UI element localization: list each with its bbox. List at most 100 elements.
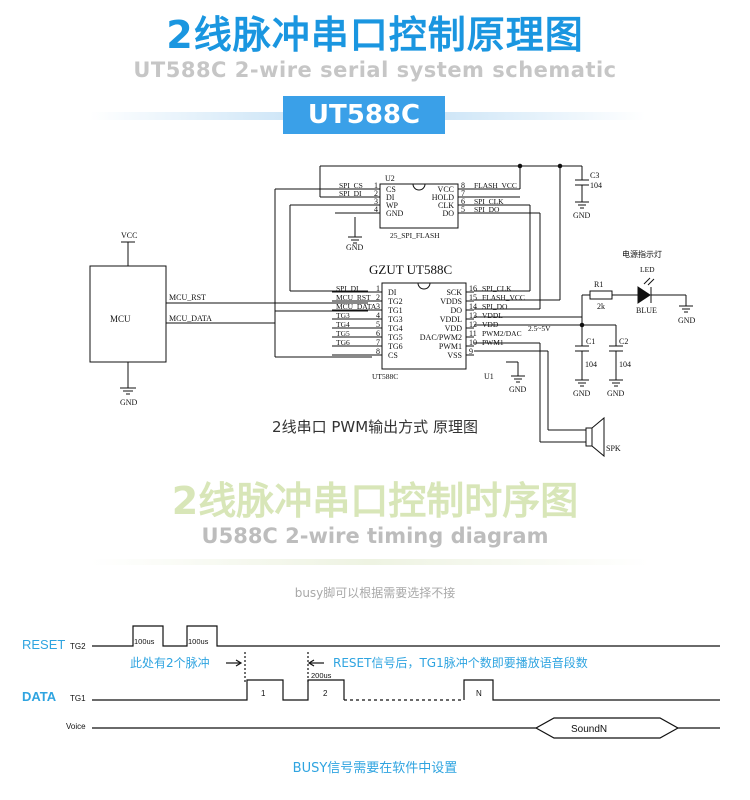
- pin-number: 5: [376, 320, 380, 329]
- c1-ref: C1: [586, 337, 595, 346]
- pin-name: TG3: [388, 315, 403, 324]
- u1-title: GZUT UT588C: [369, 262, 452, 277]
- u1-gnd: GND: [509, 385, 527, 394]
- c3-capacitor: C3 104 GND: [520, 165, 602, 220]
- pin-number: 15: [469, 293, 477, 302]
- pin-net: SPI_CS: [339, 181, 363, 190]
- timing-title-cn: 2线脉冲串口控制时序图: [171, 479, 579, 523]
- mcu-gnd-label: GND: [120, 398, 138, 407]
- c2-gnd: GND: [607, 389, 625, 398]
- pin-number: 6: [376, 329, 380, 338]
- pin-net: SPI_DI: [339, 189, 362, 198]
- pin-name: TG2: [388, 297, 403, 306]
- pin-number: 14: [469, 302, 477, 311]
- pulse-n-label: N: [476, 689, 482, 698]
- sound-label: SoundN: [571, 724, 607, 735]
- u1-part: UT588C: [372, 372, 398, 381]
- pin-net: SPI_CLK: [474, 197, 504, 206]
- pin-net: TG6: [336, 338, 350, 347]
- pin-name: TG4: [388, 324, 403, 333]
- pin-number: 3: [376, 302, 380, 311]
- schematic-title-cn: 2线脉冲串口控制原理图: [166, 13, 584, 57]
- data-pin: TG1: [70, 694, 86, 703]
- led-ref: LED: [640, 265, 655, 274]
- timing-title-en: U588C 2-wire timing diagram: [201, 524, 549, 548]
- note-two-pulses: 此处有2个脉冲: [130, 655, 210, 670]
- mcu-label: MCU: [110, 314, 131, 324]
- busy-setting-note: BUSY信号需要在软件中设置: [292, 761, 458, 776]
- r1-value: 2k: [597, 302, 605, 311]
- pin-number: 12: [469, 320, 477, 329]
- led-gnd: GND: [678, 316, 696, 325]
- c3-gnd: GND: [573, 211, 591, 220]
- power-led-block: 电源指示灯 LED R1 2k BLUE GND: [582, 249, 696, 325]
- reset-waveform: [92, 625, 720, 647]
- pin-name: DI: [386, 193, 395, 202]
- pin-name: TG1: [388, 306, 403, 315]
- note-after-reset: RESET信号后，TG1脉冲个数即要播放语音段数: [333, 655, 588, 670]
- pin-net: TG3: [336, 311, 350, 320]
- c2-capacitor: C2 104 GND: [607, 337, 631, 398]
- timing-diagram: RESET TG2 100us 100us 此处有2个脉冲 RESET信号后，T…: [22, 625, 720, 739]
- led-block-title: 电源指示灯: [622, 249, 662, 259]
- pin-name: VDDS: [440, 297, 462, 306]
- schematic-caption: 2线串口 PWM输出方式 原理图: [272, 418, 478, 436]
- pin-number: 4: [376, 311, 380, 320]
- pin-name: TG6: [388, 342, 403, 351]
- c3-value: 104: [590, 181, 602, 190]
- pin-number: 10: [469, 338, 477, 347]
- pin-name: VDDL: [440, 315, 462, 324]
- voice-label: Voice: [66, 722, 86, 731]
- mcu-data-net: MCU_DATA: [169, 314, 212, 323]
- pin-number: 1: [374, 181, 378, 190]
- pin-name: DI: [388, 288, 397, 297]
- pin-number: 5: [461, 205, 465, 214]
- pin-net: FLASH_VCC: [474, 181, 517, 190]
- u2-gnd: GND: [346, 243, 364, 252]
- pin-number: 2: [376, 293, 380, 302]
- mcu-rst-net: MCU_RST: [169, 293, 206, 302]
- pin-net: TG5: [336, 329, 350, 338]
- schematic-title-en: UT588C 2-wire serial system schematic: [133, 58, 617, 82]
- pin-net: SPI_CLK: [482, 284, 512, 293]
- pin-net: TG4: [336, 320, 350, 329]
- pin-name: DAC/PWM2: [420, 333, 462, 342]
- pin-net: PWM2/DAC: [482, 329, 522, 338]
- pin-net: MCU_RST: [336, 293, 371, 302]
- c1-value: 104: [585, 360, 597, 369]
- u2-part: 25_SPI_FLASH: [390, 231, 440, 240]
- u1-ref: U1: [484, 372, 494, 381]
- pin-number: 16: [469, 284, 477, 293]
- pin-number: 7: [376, 338, 380, 347]
- pin-number: 1: [376, 284, 380, 293]
- pin-number: 4: [374, 205, 378, 214]
- pulse-1-label: 1: [261, 689, 266, 698]
- pin-name: GND: [386, 209, 404, 218]
- pin-number: 8: [461, 181, 465, 190]
- c3-ref: C3: [590, 171, 599, 180]
- pin-name: CS: [388, 351, 398, 360]
- reset-label: RESET: [22, 637, 65, 652]
- voice-waveform: [92, 717, 720, 729]
- pin-name: DO: [442, 209, 454, 218]
- pin-number: 11: [469, 329, 477, 338]
- net-wires: [274, 163, 617, 443]
- u1-vdd-range: 2.5~5V: [528, 324, 551, 333]
- pin-number: 6: [461, 197, 465, 206]
- gap-label: 200us: [311, 671, 332, 680]
- pin-number: 2: [374, 189, 378, 198]
- pin-name: HOLD: [432, 193, 454, 202]
- c2-ref: C2: [619, 337, 628, 346]
- c2-value: 104: [619, 360, 631, 369]
- pin-name: DO: [450, 306, 462, 315]
- timing-divider: [90, 559, 650, 565]
- pin-net: MCU_DATA: [336, 302, 377, 311]
- c1-capacitor: C1 104 GND: [573, 337, 597, 398]
- pin-net: SPI_DI: [336, 284, 359, 293]
- pin-number: 9: [469, 347, 473, 356]
- data-waveform: [92, 679, 345, 701]
- arrowhead-right: [235, 659, 243, 667]
- pin-number: 3: [374, 197, 378, 206]
- reset-pin: TG2: [70, 642, 86, 651]
